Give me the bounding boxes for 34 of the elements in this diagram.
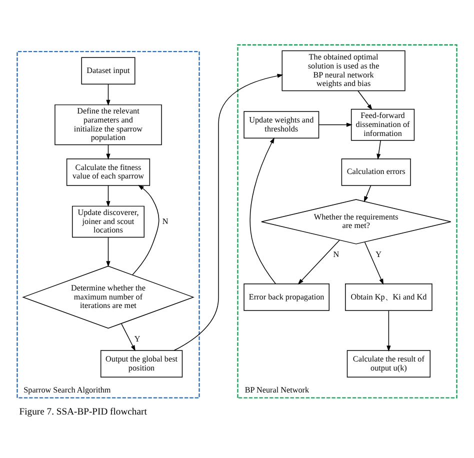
node-box: Error back propagation [244,283,330,310]
node-box: Define the relevant parameters and initialize the sparrow population [54,104,162,145]
caption: Figure 7. SSA-BP-PID flowchart [19,406,147,417]
arrow [106,144,110,160]
node-box: Calculation errors [341,158,411,186]
arrow [364,184,372,202]
arrow [106,184,110,206]
arrow [298,239,340,284]
node-box: Output the global best position [100,350,183,377]
edge-label: N [333,250,340,259]
arrow [358,90,372,110]
arrow [364,241,384,284]
node-diamond: Determine whether the maximum number of iterations are met [22,265,194,328]
edge-label: Y [134,334,140,343]
node-box: Update discoverer, joiner and scout locations [72,205,144,238]
arrow [174,73,284,350]
edge-label: N [162,216,168,226]
node-box: Calculate the result of output u(k) [346,350,430,377]
arrow [106,236,110,267]
arrow [376,140,381,160]
arrow [386,310,391,352]
arrow [132,184,160,275]
arrow [250,136,276,284]
arrow [106,83,110,106]
node-box: Calculate the fitness value of each sparrow [66,158,150,186]
edge-label: Y [376,250,382,259]
node-box: The obtained optimal solution is used as the BP neural network weights and bias [282,50,406,91]
node-box: Obtain Kp、Ki and Kd [345,283,432,310]
node-box: Dataset input [81,56,136,84]
node-box: Feed-forward dissemination of information [350,108,415,140]
node-box: Update weights and thresholds [244,110,320,138]
arrow [121,322,136,351]
node-diamond: Whether the requirements are met? [261,198,452,244]
arrow [318,122,352,126]
